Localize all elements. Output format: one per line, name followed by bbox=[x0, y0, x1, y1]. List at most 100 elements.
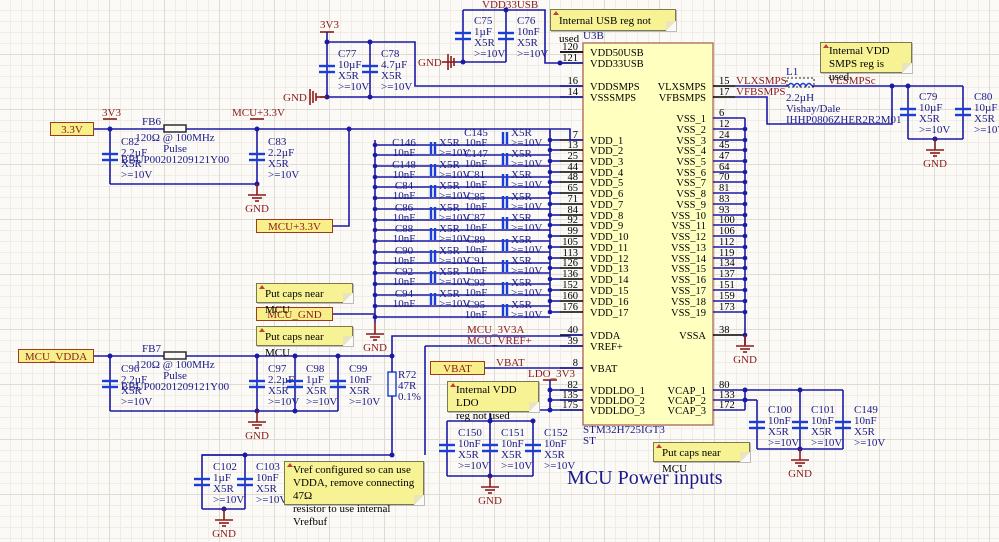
pin-number: 152 bbox=[562, 280, 578, 291]
ferrite-mfr: Pulse bbox=[163, 143, 187, 155]
component-label: C152 bbox=[544, 427, 568, 439]
pin-name: VLXSMPS bbox=[658, 82, 707, 93]
junction bbox=[547, 407, 553, 413]
gnd-label: GND bbox=[418, 57, 442, 69]
note-smps-reg[interactable]: Internal VDD SMPS reg is used bbox=[820, 42, 912, 83]
u3b-chip-body[interactable] bbox=[582, 42, 714, 426]
component-label: 4.7µF bbox=[381, 59, 407, 71]
cap-voltage: >=10V bbox=[511, 137, 542, 149]
pin-name: VDD_2 bbox=[590, 146, 623, 157]
junction bbox=[742, 265, 748, 271]
component-label: 10nF bbox=[256, 472, 279, 484]
cap-voltage: >=10V bbox=[511, 244, 542, 256]
junction bbox=[372, 227, 378, 233]
cap-voltage: >=10V bbox=[439, 212, 470, 224]
port-mcu-3v3[interactable]: MCU+3.3V bbox=[256, 219, 333, 233]
component-label: 2.2µF bbox=[268, 374, 294, 386]
cap-voltage: >=10V bbox=[439, 276, 470, 288]
pin-number: 15 bbox=[719, 76, 730, 87]
pin-name: VSS_17 bbox=[671, 286, 706, 297]
note-caps-near-mcu-3[interactable]: Put caps near MCU bbox=[653, 442, 750, 475]
junction bbox=[372, 281, 378, 287]
component-label: C102 bbox=[213, 461, 237, 473]
note-caps-near-mcu-2[interactable]: Put caps near MCU bbox=[256, 326, 353, 359]
cap-dielectric: X5R bbox=[439, 180, 460, 192]
resistor-r72-symbol bbox=[387, 371, 397, 397]
component-label: >=10V bbox=[854, 437, 885, 449]
component-label: >=10V bbox=[811, 437, 842, 449]
component-label: >=10V bbox=[501, 460, 532, 472]
vdda-filter-group: MCU_3V3A MCU_VREF+ bbox=[93, 324, 583, 470]
component-label: C97 bbox=[268, 363, 287, 375]
port-vbat[interactable]: VBAT bbox=[430, 361, 485, 375]
pin-name: VSS_3 bbox=[676, 136, 706, 147]
junction bbox=[547, 397, 553, 403]
junction bbox=[372, 184, 378, 190]
junction bbox=[292, 408, 298, 414]
component-label: C101 bbox=[811, 404, 835, 416]
junction bbox=[742, 244, 748, 250]
pin-number: 133 bbox=[719, 390, 735, 401]
component-label: >=10V bbox=[458, 460, 489, 472]
cap-dielectric: X5R bbox=[511, 255, 532, 267]
component-label: C99 bbox=[349, 363, 368, 375]
chip-ref: U3B bbox=[583, 30, 604, 42]
pin-name: VREF+ bbox=[590, 342, 623, 353]
pin-number: 13 bbox=[568, 140, 579, 151]
fb6-filter-group: 3V3 MCU+3.3V bbox=[93, 107, 583, 227]
component-label: X5R bbox=[517, 37, 538, 49]
pin-name: VSS_6 bbox=[676, 168, 706, 179]
cap-dielectric: X5R bbox=[439, 288, 460, 300]
net-label-ldo-3v3: LDO_3V3 bbox=[528, 368, 576, 380]
pin-name: VDD_10 bbox=[590, 232, 629, 243]
component-label: X5R bbox=[338, 70, 359, 82]
pin-number: 93 bbox=[719, 205, 730, 216]
note-vref[interactable]: Vref configured so can use VDDA, remove … bbox=[284, 461, 424, 528]
junction bbox=[372, 260, 378, 266]
component-label: C82 bbox=[121, 136, 139, 148]
pin-number: 14 bbox=[568, 87, 579, 98]
cap-ref: C90 bbox=[395, 245, 414, 257]
pin-name: VDD_17 bbox=[590, 308, 629, 319]
junction bbox=[742, 179, 748, 185]
component-label: X5R bbox=[268, 385, 289, 397]
port-mcu-vdda[interactable]: MCU_VDDA bbox=[18, 349, 94, 363]
note-caps-near-mcu-1[interactable]: Put caps near MCU bbox=[256, 283, 353, 316]
inductor-label: 2.2µH bbox=[786, 92, 814, 104]
wire-vfb-feedback bbox=[735, 86, 893, 125]
gnd-label: GND bbox=[923, 158, 947, 170]
junction bbox=[742, 255, 748, 261]
ferrite-part: BBUP00201209121Y00 bbox=[121, 381, 230, 393]
port-3v3[interactable]: 3.3V bbox=[50, 122, 94, 136]
ferrite-mfr: Pulse bbox=[163, 370, 187, 382]
cap-dielectric: X5R bbox=[511, 127, 532, 139]
component-label: C103 bbox=[256, 461, 280, 473]
component-label: >=10V bbox=[268, 169, 299, 181]
pin-number: 126 bbox=[562, 258, 578, 269]
note-usb-reg[interactable]: Internal USB reg not used bbox=[550, 9, 676, 45]
pin-number: 6 bbox=[719, 108, 724, 119]
pin-number: 48 bbox=[568, 172, 579, 183]
pin-name: VSS_14 bbox=[671, 254, 707, 265]
wire-vdd-bus bbox=[349, 128, 583, 141]
port-mcu-gnd[interactable]: MCU_GND bbox=[256, 307, 333, 321]
net-label-vbat: VBAT bbox=[496, 357, 525, 369]
junction bbox=[742, 190, 748, 196]
pin-name: VSS_9 bbox=[676, 200, 706, 211]
pin-name: VSS_4 bbox=[676, 146, 707, 157]
pin-name: VDD50USB bbox=[590, 48, 644, 59]
component-label: C83 bbox=[268, 136, 287, 148]
component-label: >=10V bbox=[381, 81, 412, 93]
junction bbox=[742, 387, 748, 393]
note-line: Vref configured so can use bbox=[293, 464, 411, 476]
component-label: >=10V bbox=[349, 396, 380, 408]
pin-number: 25 bbox=[568, 151, 579, 162]
component-label: 10nF bbox=[768, 415, 791, 427]
note-ldo-reg[interactable]: Internal VDD LDO reg not used bbox=[447, 381, 539, 422]
pin-name: VSS_18 bbox=[671, 297, 706, 308]
pin-name: VSS_11 bbox=[671, 221, 706, 232]
junction bbox=[487, 418, 493, 424]
pin-name: VDD_15 bbox=[590, 286, 629, 297]
pin-name: VSSA bbox=[679, 331, 706, 342]
